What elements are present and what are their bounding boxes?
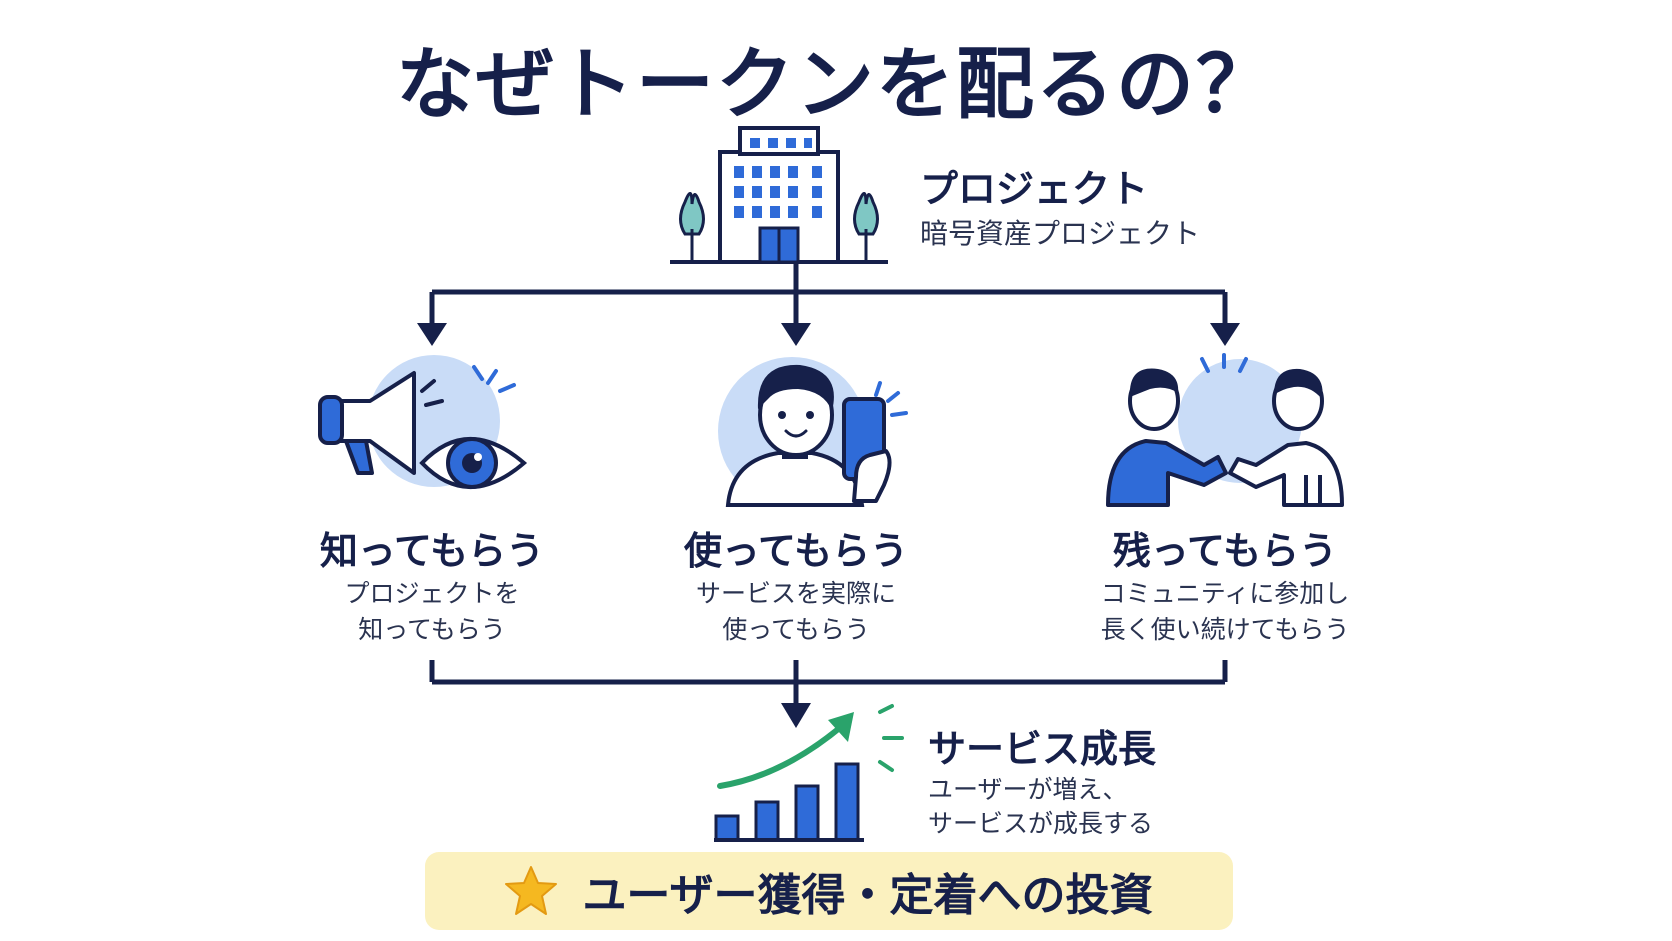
project-heading: プロジェクト <box>920 167 1149 211</box>
arrow-down-icon <box>1210 323 1240 346</box>
step-line: 使ってもらう <box>722 615 870 644</box>
star-icon <box>505 866 558 915</box>
arrow-down-icon <box>417 323 447 346</box>
step-heading: 使ってもらう <box>683 529 909 573</box>
person-smartphone-icon <box>718 357 908 507</box>
page-title: なぜトークンを配るの？ <box>395 40 1276 130</box>
step-line: コミュニティに参加し <box>1100 579 1350 608</box>
step-line: プロジェクトを <box>344 579 520 608</box>
megaphone-eye-icon <box>318 355 528 489</box>
growth-line: ユーザーが増え、 <box>928 775 1128 804</box>
arrow-down-icon <box>781 703 811 728</box>
growth-chart-icon <box>714 704 904 842</box>
growth-heading: サービス成長 <box>928 727 1157 771</box>
step-heading: 残ってもらう <box>1112 529 1338 573</box>
step-line: サービスを実際に <box>695 579 896 608</box>
summary-banner: ユーザー獲得・定着への投資 <box>425 852 1233 930</box>
step-line: 知ってもらう <box>358 615 506 644</box>
step-line: 長く使い続けてもらう <box>1100 615 1350 644</box>
step-heading: 知ってもらう <box>319 529 545 573</box>
growth-line: サービスが成長する <box>928 809 1154 838</box>
handshake-icon <box>1106 353 1344 507</box>
project-subtitle: 暗号資産プロジェクト <box>920 217 1201 250</box>
arrow-down-icon <box>781 323 811 346</box>
office-building-icon <box>670 126 888 264</box>
banner-text: ユーザー獲得・定着への投資 <box>582 870 1154 921</box>
